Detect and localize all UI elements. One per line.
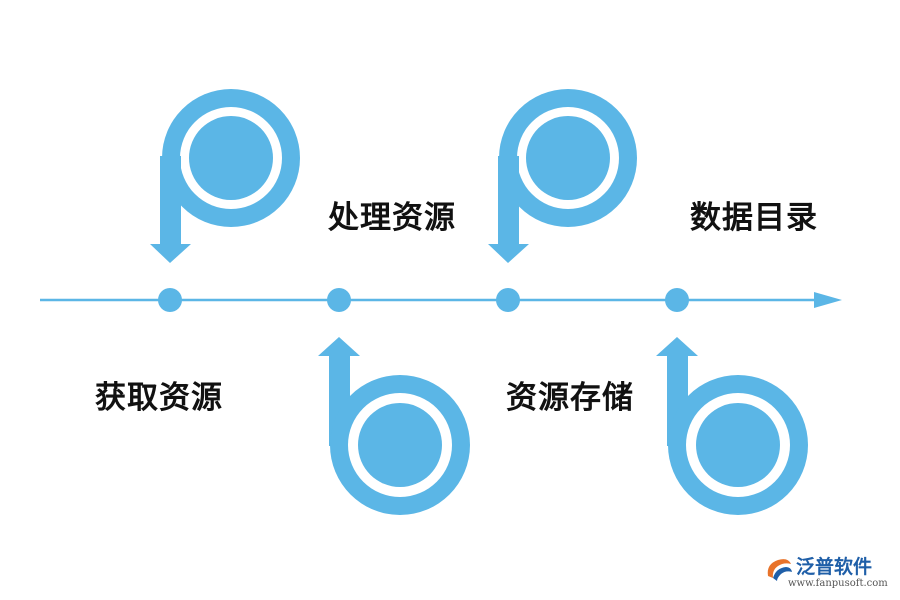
step-label-store-resources: 资源存储 bbox=[506, 380, 634, 416]
timeline-arrowhead-icon bbox=[814, 292, 842, 308]
timeline-node-1 bbox=[158, 288, 182, 312]
step-label-get-resources: 获取资源 bbox=[95, 380, 223, 416]
step-label-process-resources: 处理资源 bbox=[328, 200, 456, 236]
brand-name: 泛普软件 bbox=[796, 556, 873, 578]
brand-url: www.fanpusoft.com bbox=[788, 578, 888, 589]
timeline-node-3 bbox=[496, 288, 520, 312]
step-label-data-catalog: 数据目录 bbox=[690, 200, 818, 236]
brand-watermark: 泛普软件 www.fanpusoft.com bbox=[764, 552, 894, 598]
b-arrow-up-icon bbox=[318, 337, 470, 515]
p-arrow-down-icon bbox=[488, 89, 637, 263]
timeline-node-2 bbox=[327, 288, 351, 312]
b-arrow-up-icon bbox=[656, 337, 808, 515]
fanpu-logo-icon bbox=[767, 559, 792, 581]
p-arrow-down-icon bbox=[150, 89, 300, 263]
timeline-node-4 bbox=[665, 288, 689, 312]
